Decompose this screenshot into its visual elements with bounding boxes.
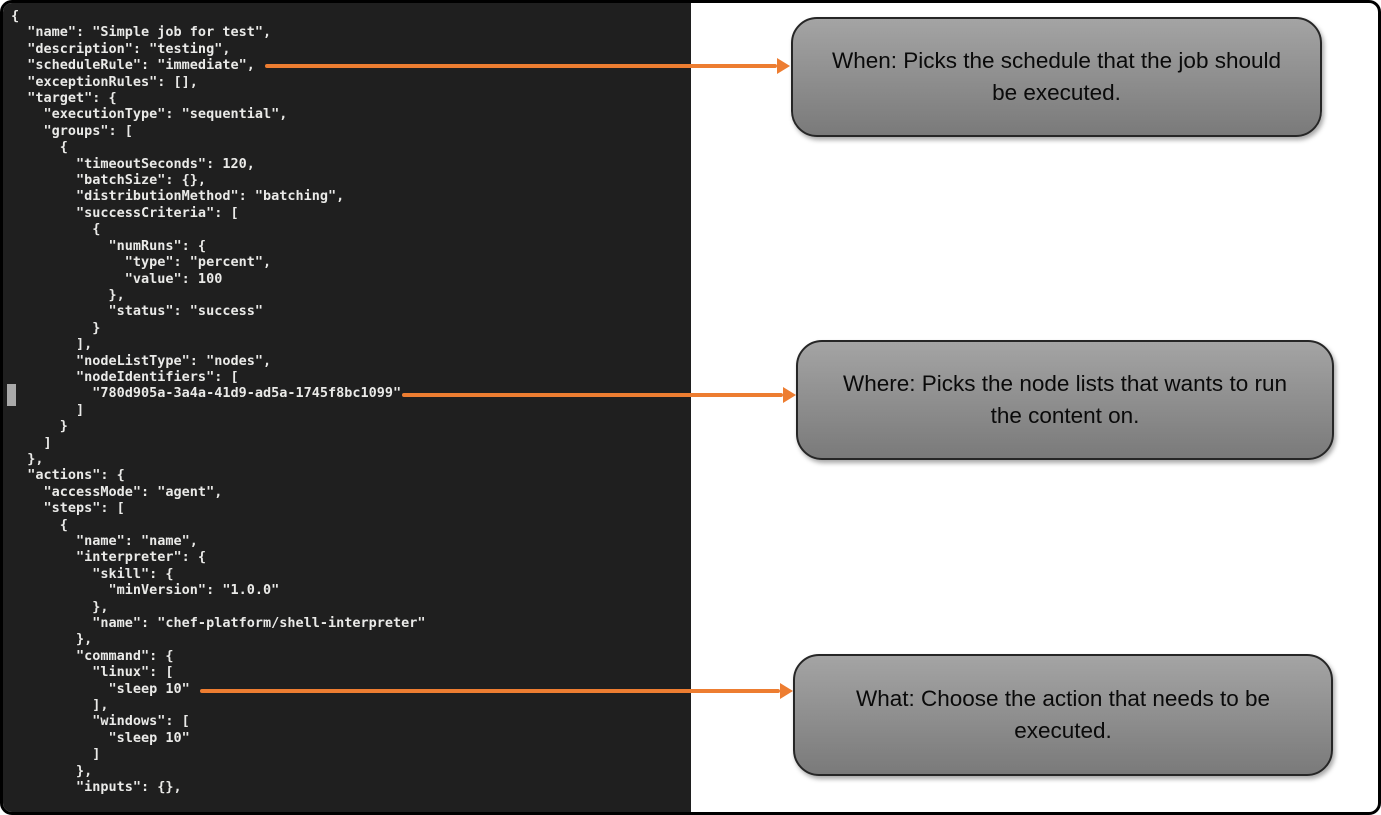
arrow-command-sleep [200, 689, 780, 693]
callout-when: When: Picks the schedule that the job sh… [791, 17, 1322, 137]
callout-when-label: When: Picks the schedule that the job sh… [831, 48, 1282, 105]
callout-what: What: Choose the action that needs to be… [793, 654, 1333, 776]
arrow-node-identifier [402, 393, 783, 397]
callout-where-label: Where: Picks the node lists that wants t… [843, 371, 1287, 428]
terminal-cursor-block[interactable] [7, 384, 16, 406]
terminal-panel[interactable]: { "name": "Simple job for test", "descri… [3, 3, 691, 812]
callout-what-label: What: Choose the action that needs to be… [855, 686, 1271, 743]
arrow-schedule-rule [265, 64, 777, 68]
callout-where: Where: Picks the node lists that wants t… [796, 340, 1334, 460]
terminal-json-code[interactable]: { "name": "Simple job for test", "descri… [11, 8, 426, 796]
